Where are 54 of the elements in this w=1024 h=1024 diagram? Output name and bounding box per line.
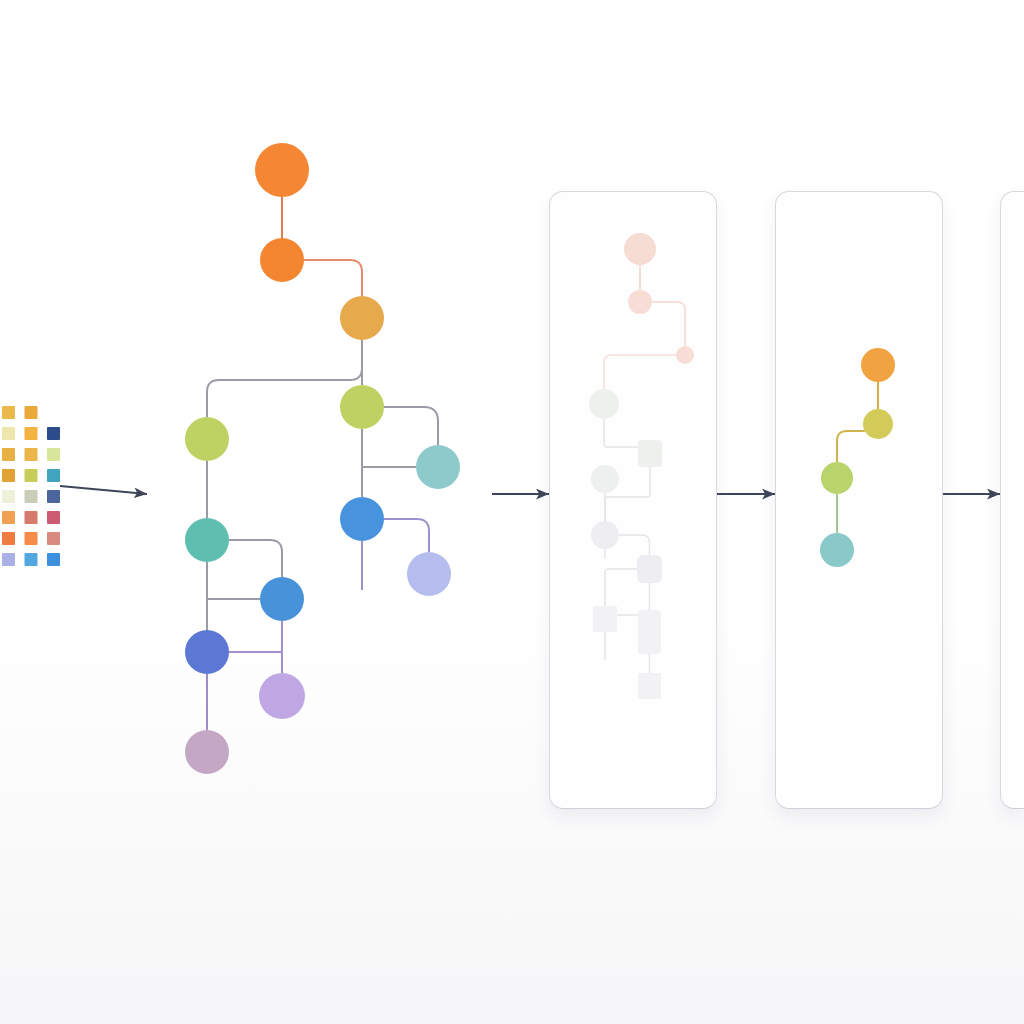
node-circle [860, 347, 895, 382]
node-circle [185, 630, 229, 674]
node-circle [416, 445, 460, 489]
node-square [637, 609, 661, 654]
connector-line [206, 460, 208, 519]
node-circle [340, 385, 384, 429]
arrow [59, 485, 148, 499]
node-circle [259, 673, 305, 719]
connector-line [383, 406, 439, 446]
node-circle [255, 143, 309, 197]
node-circle [185, 518, 229, 562]
connector-line [836, 493, 838, 534]
node-circle [185, 417, 229, 461]
connector-line [206, 673, 208, 731]
node-circle [260, 238, 304, 282]
connector-line [603, 418, 639, 448]
node-circle [185, 730, 229, 774]
connector-line [228, 651, 283, 674]
node-circle [627, 289, 652, 314]
connector-line [836, 430, 866, 463]
connector-line [281, 196, 283, 239]
connector-line [361, 540, 363, 591]
node-circle [407, 552, 451, 596]
connector-line [603, 354, 677, 390]
node-circle [862, 408, 893, 439]
swatch-grid-icon [2, 406, 60, 566]
node-circle [623, 232, 656, 265]
connector-line [361, 428, 363, 498]
panel-card [775, 191, 943, 809]
connector-line [228, 539, 283, 578]
panel-card [1000, 191, 1024, 809]
arrow [491, 488, 550, 500]
connector-line [303, 259, 363, 297]
node-square [637, 672, 661, 699]
node-circle [675, 345, 694, 364]
node-circle [260, 577, 304, 621]
node-square [636, 554, 662, 583]
connector-line [604, 568, 638, 607]
connector-line [877, 381, 879, 410]
connector-line [361, 339, 363, 386]
node-circle [340, 497, 384, 541]
arrow [716, 488, 776, 500]
node-circle [590, 520, 619, 549]
connector-line [639, 264, 641, 291]
connector-line [618, 534, 651, 556]
node-circle [588, 388, 619, 419]
connector-line [651, 301, 686, 347]
node-circle [820, 461, 853, 494]
panel-card [549, 191, 717, 809]
node-circle [340, 296, 384, 340]
connector-line [383, 518, 430, 553]
arrow [942, 488, 1001, 500]
connector-line [206, 561, 208, 631]
node-circle [819, 532, 854, 567]
